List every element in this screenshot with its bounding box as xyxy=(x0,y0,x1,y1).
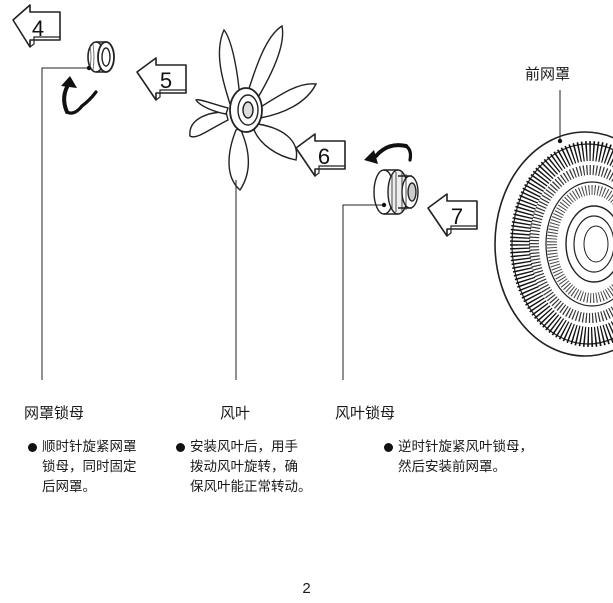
blade-label: 风叶 xyxy=(220,404,251,422)
blade-note-bullet xyxy=(176,443,185,452)
guard-nut-note: 顺时针旋紧网罩 锁母，同时固定 后网罩。 xyxy=(42,437,137,497)
blade-note: 安装风叶后，用手 拨动风叶旋转，确 保风叶能正常转动。 xyxy=(190,437,312,497)
guard-nut-label: 网罩锁母 xyxy=(24,404,85,422)
step-5-number: 5 xyxy=(160,68,172,93)
blade-nut-note-line: 然后安装前网罩。 xyxy=(398,459,506,475)
blade-nut-note-line: 逆时针旋紧风叶锁母， xyxy=(398,439,533,455)
step-7-number: 7 xyxy=(451,204,463,229)
guard-nut-icon xyxy=(87,41,115,73)
blade-note-line: 拨动风叶旋转，确 xyxy=(190,459,298,475)
rotate-clockwise-icon xyxy=(61,76,98,115)
rotate-counterclockwise-icon xyxy=(364,143,413,164)
page-number: 2 xyxy=(302,580,311,597)
step-6-arrow: 6 xyxy=(295,133,346,177)
step-6-number: 6 xyxy=(318,144,330,169)
guard-nut-note-bullet xyxy=(28,443,37,452)
front-guard-icon xyxy=(494,131,613,357)
guard-nut-note-line: 顺时针旋紧网罩 xyxy=(42,439,137,455)
step-5-arrow: 5 xyxy=(136,57,187,101)
step-4-number: 4 xyxy=(32,16,44,41)
guard-nut-leader xyxy=(41,65,92,380)
step-4-arrow: 4 xyxy=(12,4,61,48)
front-guard-label: 前网罩 xyxy=(525,65,571,83)
blade-nut-note-bullet xyxy=(384,443,393,452)
fan-blade-icon xyxy=(189,24,318,192)
blade-nut-leader-dot xyxy=(381,202,387,208)
blade-note-line: 安装风叶后，用手 xyxy=(190,439,298,455)
step-7-arrow: 7 xyxy=(427,193,478,237)
blade-nut-note: 逆时针旋紧风叶锁母， 然后安装前网罩。 xyxy=(398,437,533,477)
blade-note-line: 保风叶能正常转动。 xyxy=(190,479,312,495)
front-guard-leader-dot xyxy=(557,138,563,144)
guard-nut-note-line: 后网罩。 xyxy=(42,479,96,495)
blade-nut-leader xyxy=(342,204,384,380)
blade-nut-icon xyxy=(373,169,419,215)
blade-nut-label: 风叶锁母 xyxy=(335,404,396,422)
guard-nut-note-line: 锁母，同时固定 xyxy=(42,459,137,475)
